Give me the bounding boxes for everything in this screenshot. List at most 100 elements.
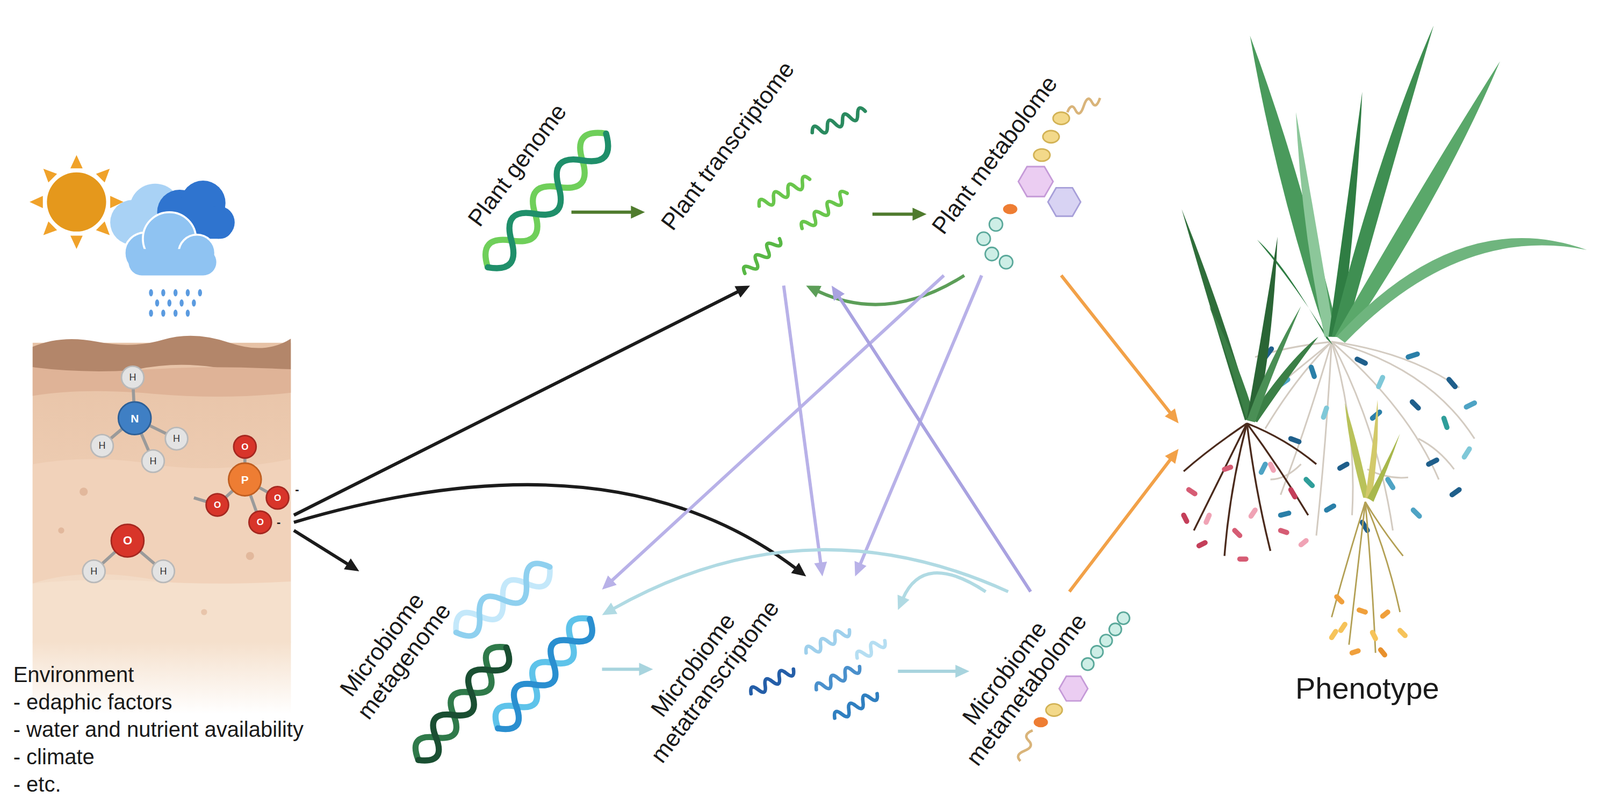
connector bbox=[872, 207, 927, 221]
sun-disc bbox=[46, 172, 106, 232]
microbe bbox=[1443, 417, 1447, 428]
atom-letter: O bbox=[256, 517, 264, 527]
environment-text: - water and nutrient availability bbox=[13, 715, 304, 744]
dna-helix bbox=[488, 610, 600, 737]
atom-letter: H bbox=[173, 433, 180, 444]
oxygen-atom bbox=[233, 435, 257, 458]
microbe bbox=[1250, 509, 1256, 516]
sun-ray bbox=[29, 195, 43, 208]
microbe bbox=[1224, 466, 1231, 470]
microbe bbox=[1428, 459, 1437, 465]
atom-label-holder: H bbox=[90, 566, 98, 576]
arrowhead bbox=[1164, 448, 1179, 464]
connector-line bbox=[902, 572, 986, 599]
label-holder: Plant transcriptome bbox=[655, 56, 800, 236]
atom-letter: O bbox=[274, 493, 281, 503]
connector-line bbox=[613, 549, 1009, 609]
microbe bbox=[1199, 542, 1206, 546]
rain-drop bbox=[173, 289, 178, 297]
root bbox=[1193, 423, 1248, 531]
soil-grain bbox=[58, 527, 64, 533]
atom-label-holder: O bbox=[123, 534, 133, 547]
rain-drop bbox=[155, 299, 160, 307]
root bbox=[1224, 423, 1248, 557]
microbe bbox=[1311, 366, 1315, 377]
sun bbox=[29, 155, 124, 250]
leaf bbox=[1209, 305, 1256, 421]
atom-label-holder: O bbox=[241, 442, 249, 452]
leaf bbox=[1367, 433, 1401, 502]
atom-letter: - bbox=[276, 516, 281, 529]
label-holder: Microbiome metatranscriptome bbox=[623, 578, 785, 768]
arrowhead bbox=[955, 664, 970, 678]
oxygen-atom bbox=[206, 493, 229, 517]
soil-grain bbox=[200, 608, 207, 615]
connector bbox=[602, 275, 944, 590]
sun-ray bbox=[39, 221, 58, 240]
rna-strand bbox=[748, 664, 796, 698]
atom-letter: N bbox=[130, 412, 139, 424]
node-label: Plant metabolome bbox=[926, 70, 1064, 240]
microbe bbox=[1452, 489, 1460, 495]
arrowhead bbox=[912, 207, 927, 221]
microbe bbox=[1240, 556, 1246, 561]
atom-letter: H bbox=[159, 566, 167, 576]
arrowhead bbox=[602, 575, 617, 590]
molecule-bead bbox=[1099, 634, 1113, 647]
rna-strand bbox=[854, 636, 888, 662]
plant-roots bbox=[1183, 423, 1317, 557]
arrowhead bbox=[639, 662, 654, 676]
environment-text: - etc. bbox=[13, 770, 304, 798]
arrowhead bbox=[1164, 408, 1179, 424]
microbe bbox=[1188, 489, 1195, 494]
node-area: Microbiome metatranscriptome bbox=[653, 575, 899, 765]
connector bbox=[1069, 448, 1179, 592]
microbes bbox=[1260, 348, 1475, 531]
cloud bbox=[124, 212, 217, 276]
connector bbox=[602, 662, 654, 676]
rain-drop bbox=[161, 309, 166, 317]
leaves bbox=[1181, 208, 1318, 423]
microbe bbox=[1234, 530, 1240, 536]
cloud-base bbox=[128, 248, 216, 276]
microbe bbox=[1326, 505, 1334, 510]
root bbox=[1280, 341, 1332, 495]
node-area: Environment- edaphic factors- water and … bbox=[30, 150, 294, 663]
soil-layer bbox=[32, 458, 292, 586]
microbe bbox=[1183, 515, 1187, 522]
microbe bbox=[1331, 631, 1337, 638]
arrowhead bbox=[854, 560, 867, 577]
atom-letter: O bbox=[213, 500, 221, 510]
rain-drop bbox=[179, 299, 184, 307]
connector-line bbox=[897, 669, 957, 673]
node-label: Microbiome metagenome bbox=[329, 581, 456, 725]
connector bbox=[897, 664, 970, 678]
oxygen-atom bbox=[111, 524, 144, 558]
nitrogen-atom bbox=[118, 401, 151, 435]
microbe bbox=[1260, 464, 1266, 473]
dna-strand bbox=[449, 556, 557, 643]
rna-strand bbox=[810, 106, 868, 138]
rain-drop bbox=[191, 299, 197, 307]
plant-roots bbox=[1250, 341, 1475, 536]
microbe bbox=[1359, 609, 1366, 612]
text-column: Environment- edaphic factors- water and … bbox=[13, 660, 304, 798]
leaf bbox=[1336, 238, 1587, 343]
rna-group bbox=[741, 106, 868, 277]
arrowhead bbox=[343, 558, 359, 572]
molecule-bead bbox=[1117, 611, 1130, 625]
connector bbox=[783, 285, 828, 576]
hydrogen-atom bbox=[141, 449, 165, 473]
leaf bbox=[1344, 402, 1370, 499]
soil-grain bbox=[79, 487, 88, 496]
rain-drop bbox=[148, 289, 154, 297]
arrowhead bbox=[602, 602, 618, 615]
hydrogen-atom bbox=[90, 434, 114, 458]
leaf bbox=[1250, 35, 1339, 337]
node-label: Microbiome metatranscriptome bbox=[623, 578, 785, 768]
node-label: Plant transcriptome bbox=[655, 56, 800, 236]
hydrogen-atom bbox=[165, 427, 189, 450]
microbe bbox=[1372, 632, 1376, 639]
node-label: Phenotype bbox=[1295, 671, 1440, 706]
connector-line bbox=[293, 291, 739, 516]
